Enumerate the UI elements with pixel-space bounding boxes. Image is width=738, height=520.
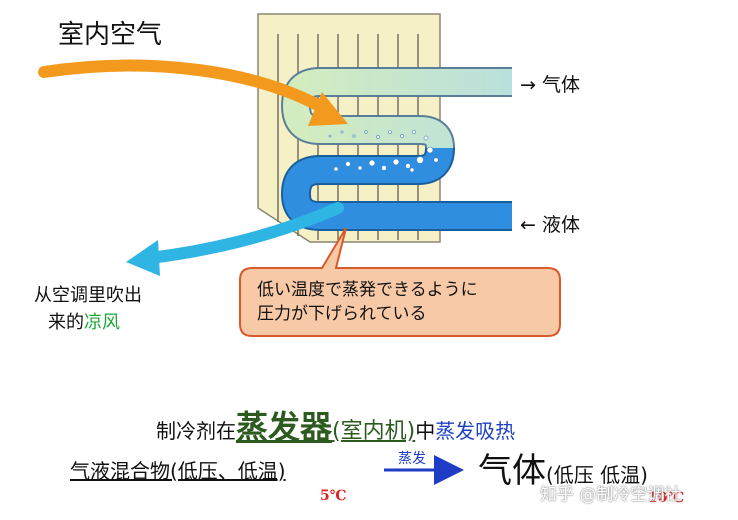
- cool-air-arrow: [144, 202, 344, 264]
- bubbles: [328, 129, 439, 173]
- cool-breeze-text: 凉风: [84, 312, 120, 333]
- indoor-air-arrowhead: [308, 92, 348, 126]
- gas-label: → 气体: [520, 74, 580, 96]
- indoor-air-arrow: [38, 59, 336, 118]
- indoor-air-label: 室内空气: [58, 20, 163, 50]
- title-indoor-unit: (室内机): [332, 419, 416, 444]
- callout-text: 低い温度で蒸発できるように 圧力が下げられている: [257, 278, 478, 326]
- liquid-label: ← 液体: [520, 214, 580, 236]
- callout-line1: 低い温度で蒸発できるように: [257, 280, 478, 300]
- process-to: 气体(低压 低温): [478, 443, 648, 492]
- evaporate-label: 蒸发: [398, 451, 426, 467]
- temp-to: 10℃: [648, 490, 685, 506]
- cool-air-arrowhead: [126, 240, 160, 276]
- callout-box: [239, 227, 561, 337]
- summary-title: 制冷剂在蒸发器(室内机)中蒸发吸热: [156, 402, 515, 448]
- title-prefix: 制冷剂在: [156, 419, 236, 443]
- process-to-paren: (低压 低温): [546, 463, 648, 487]
- outflow-label: 从空调里吹出 来的凉风: [34, 282, 142, 336]
- title-middle: 中: [415, 419, 436, 443]
- watermark: 知乎 @制冷空调社: [540, 485, 682, 505]
- callout-line2: 圧力が下げられている: [257, 304, 427, 324]
- temp-from: 5℃: [320, 488, 347, 504]
- outflow-prefix: 来的: [48, 312, 84, 333]
- title-evaporator: 蒸发器: [236, 408, 333, 446]
- process-to-gas: 气体: [478, 451, 546, 491]
- outflow-line1: 从空调里吹出: [34, 285, 142, 306]
- process-from: 气液混合物(低压、低温): [70, 459, 286, 483]
- outflow-line2: 来的凉风: [34, 309, 142, 336]
- title-action: 蒸发吸热: [435, 419, 516, 443]
